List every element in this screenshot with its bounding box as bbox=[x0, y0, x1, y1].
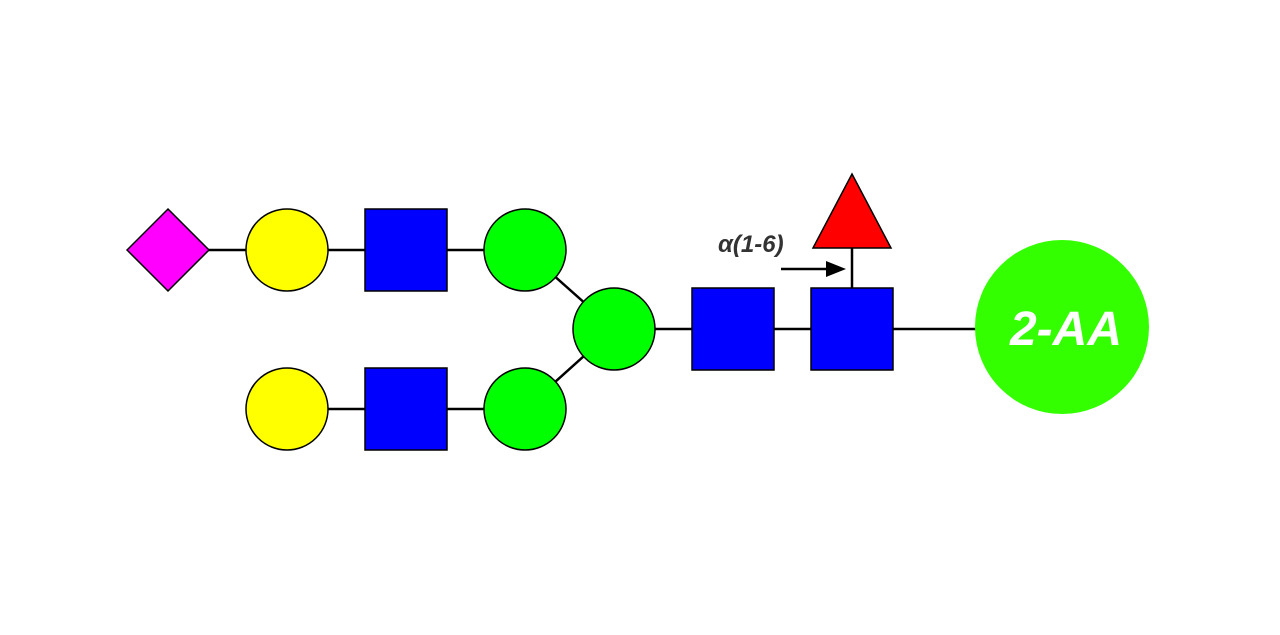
glcnac-square-upper bbox=[364, 208, 448, 292]
mannose-circle-lower bbox=[483, 367, 567, 451]
glcnac-square-core-1 bbox=[691, 287, 775, 371]
glcnac-square-core-2 bbox=[810, 287, 894, 371]
linkage-label: α(1-6) bbox=[718, 231, 784, 258]
mannose-circle-upper bbox=[483, 208, 567, 292]
tag-label: 2-AA bbox=[1009, 303, 1122, 356]
linkage-arrow-icon bbox=[781, 261, 846, 277]
fucose-triangle bbox=[811, 172, 893, 249]
tag-circle bbox=[975, 240, 1149, 414]
galactose-circle-lower bbox=[245, 367, 329, 451]
mannose-circle-core bbox=[572, 287, 656, 371]
glcnac-square-lower bbox=[364, 367, 448, 451]
sialic-acid-diamond bbox=[125, 207, 211, 293]
galactose-circle-upper bbox=[245, 208, 329, 292]
